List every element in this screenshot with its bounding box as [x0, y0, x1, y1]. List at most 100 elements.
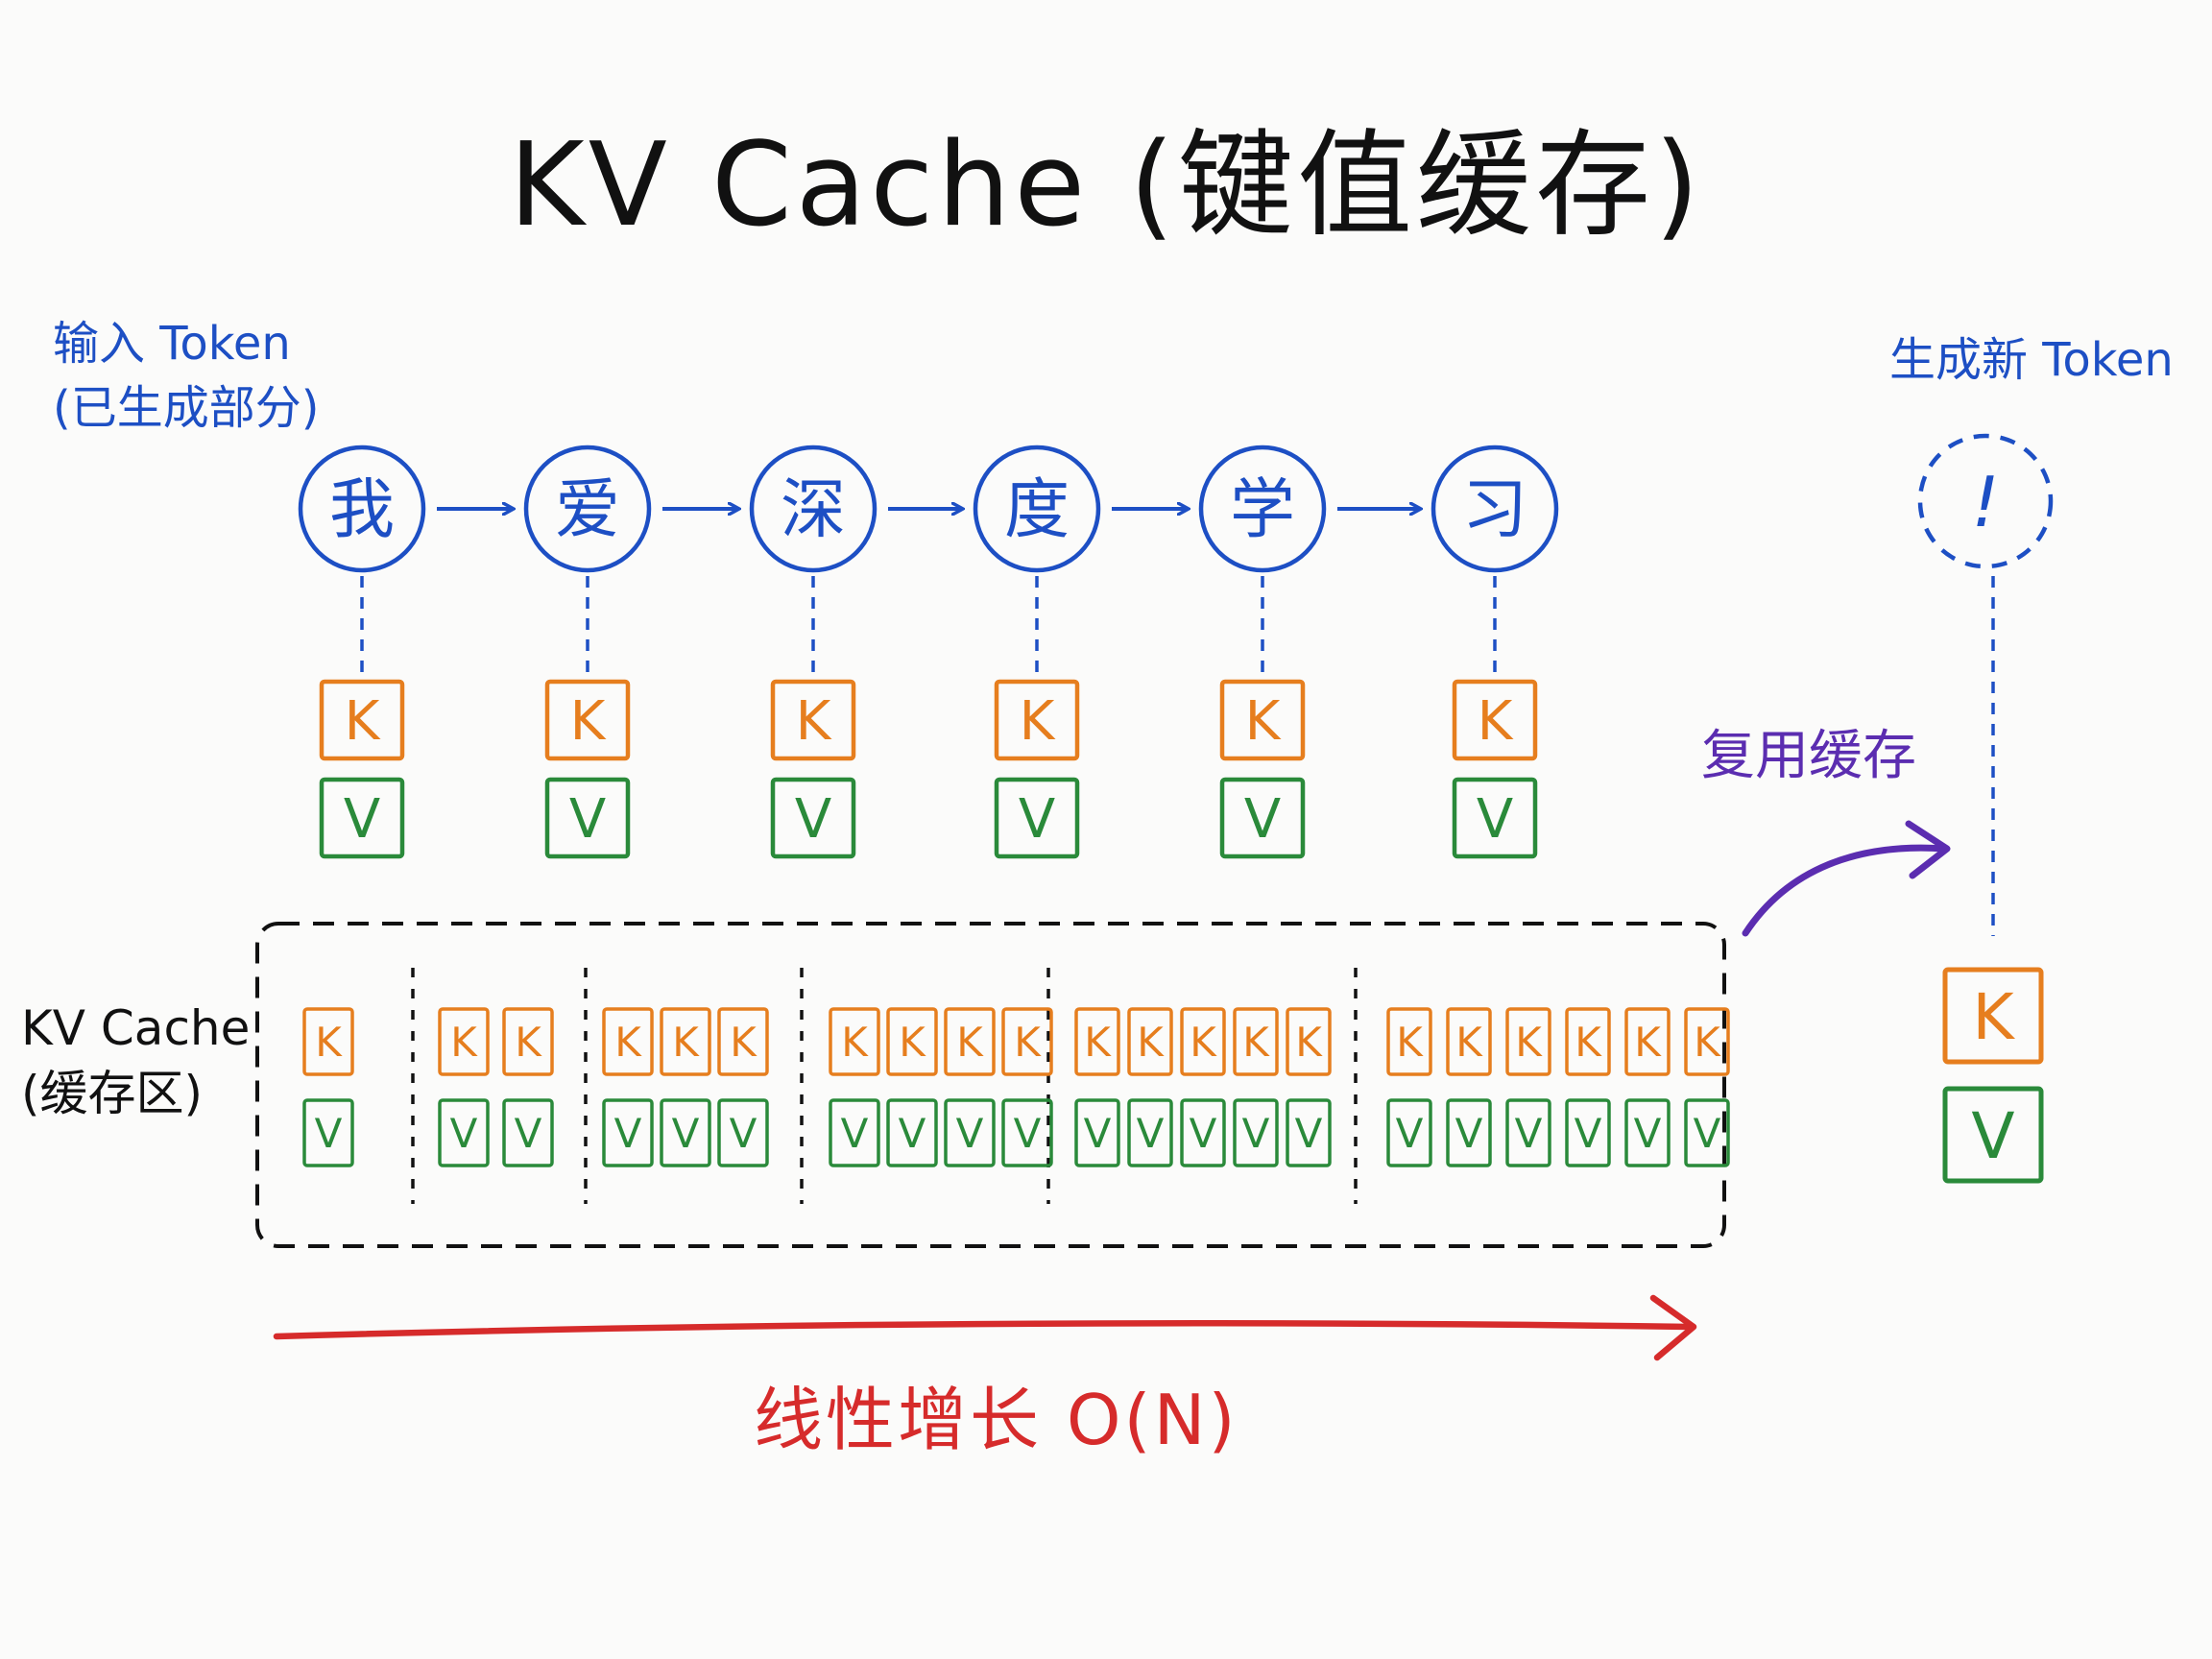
- token-text: 学: [1230, 472, 1295, 548]
- cache-value-box: V: [1446, 1098, 1492, 1167]
- cache-key-box-frame: [1286, 1007, 1332, 1076]
- cache-key-box-letter: K: [1575, 1019, 1602, 1066]
- cache-key-box-letter: K: [956, 1019, 984, 1066]
- cache-value-box: V: [1286, 1098, 1332, 1167]
- cache-key-box-letter: K: [515, 1019, 542, 1066]
- cache-value-box-frame: [1505, 1098, 1551, 1167]
- token-1: 我: [298, 445, 426, 573]
- cache-key-box-letter: K: [1396, 1019, 1424, 1066]
- cache-key-box: K: [1001, 1007, 1053, 1076]
- cache-value-box: V: [1624, 1098, 1671, 1167]
- token-circle: [523, 445, 652, 573]
- token-key-box-letter: K: [1245, 690, 1282, 753]
- cache-value-box-letter: V: [956, 1110, 984, 1157]
- cache-value-box: V: [1127, 1098, 1173, 1167]
- input-token-label: 输入 Token (已生成部分): [53, 312, 319, 441]
- cache-value-box: V: [302, 1098, 354, 1167]
- token-value-box-letter: V: [795, 788, 831, 851]
- token-value-box-frame: [1219, 777, 1306, 859]
- token-value-box-letter: V: [344, 788, 380, 851]
- cache-key-box-frame: [1001, 1007, 1053, 1076]
- cache-value-box-frame: [1233, 1098, 1279, 1167]
- new-key-box-frame: [1942, 967, 2044, 1065]
- cache-key-box-letter: K: [841, 1019, 869, 1066]
- cache-value-box-frame: [1286, 1098, 1332, 1167]
- token-circle: [1198, 445, 1327, 573]
- token-text: 我: [329, 472, 395, 548]
- cache-key-box-letter: K: [672, 1019, 700, 1066]
- token-value-box: V: [544, 777, 631, 859]
- cache-value-box: V: [1505, 1098, 1551, 1167]
- cache-key-box-letter: K: [1515, 1019, 1543, 1066]
- cache-value-box-frame: [302, 1098, 354, 1167]
- cache-key-box-frame: [886, 1007, 938, 1076]
- cache-value-box-letter: V: [515, 1110, 542, 1157]
- token-key-box: K: [1452, 679, 1538, 761]
- cache-key-box: K: [438, 1007, 490, 1076]
- token-value-box-letter: V: [1244, 788, 1281, 851]
- cache-key-box: K: [660, 1007, 711, 1076]
- cache-key-box-frame: [502, 1007, 554, 1076]
- cache-key-box: K: [717, 1007, 769, 1076]
- cache-value-box: V: [1386, 1098, 1432, 1167]
- cache-key-box: K: [886, 1007, 938, 1076]
- cache-key-box-letter: K: [1242, 1019, 1270, 1066]
- token-key-box: K: [544, 679, 631, 761]
- cache-value-box-letter: V: [1014, 1110, 1042, 1157]
- token-2: 爱: [523, 445, 652, 573]
- cache-value-box-frame: [1074, 1098, 1120, 1167]
- token-circle: [1431, 445, 1559, 573]
- cache-value-box-frame: [829, 1098, 880, 1167]
- cache-value-box-frame: [502, 1098, 554, 1167]
- cache-value-box-frame: [602, 1098, 654, 1167]
- cache-key-box: K: [1565, 1007, 1611, 1076]
- cache-value-box: V: [1001, 1098, 1053, 1167]
- token-3: 深: [749, 445, 878, 573]
- cache-value-box-frame: [1386, 1098, 1432, 1167]
- cache-value-box: V: [886, 1098, 938, 1167]
- token-5: 学: [1198, 445, 1327, 573]
- token-key-box: K: [994, 679, 1080, 761]
- cache-key-box-letter: K: [450, 1019, 478, 1066]
- token-key-box-letter: K: [570, 690, 607, 753]
- cache-key-box-letter: K: [1137, 1019, 1165, 1066]
- growth-arrow: [273, 1320, 1694, 1340]
- cache-value-box-letter: V: [450, 1110, 478, 1157]
- cache-group-1: KV: [302, 1007, 354, 1167]
- cache-key-box-frame: [1684, 1007, 1730, 1076]
- reuse-arrowhead: [1905, 820, 1951, 879]
- cache-key-box-frame: [829, 1007, 880, 1076]
- token-key-box-frame: [1219, 679, 1306, 761]
- cache-key-box-letter: K: [315, 1019, 343, 1066]
- cache-value-box-letter: V: [315, 1110, 343, 1157]
- cache-value-box-frame: [1624, 1098, 1671, 1167]
- input-token-label-line1: 输入 Token: [53, 317, 291, 371]
- cache-key-box: K: [1180, 1007, 1226, 1076]
- cache-key-box-letter: K: [730, 1019, 757, 1066]
- token-key-box: K: [319, 679, 405, 761]
- cache-value-box-frame: [1565, 1098, 1611, 1167]
- cache-key-box: K: [1386, 1007, 1432, 1076]
- cache-value-box-letter: V: [672, 1110, 700, 1157]
- growth-arrowhead: [1649, 1294, 1697, 1361]
- token-key-box-letter: K: [1020, 690, 1056, 753]
- new-token-text: !: [1972, 462, 2000, 542]
- cache-value-box: V: [502, 1098, 554, 1167]
- cache-key-box-frame: [1233, 1007, 1279, 1076]
- token-circle: [749, 445, 878, 573]
- cache-value-box-frame: [660, 1098, 711, 1167]
- reuse-arrow: [1742, 844, 1948, 937]
- cache-key-box: K: [302, 1007, 354, 1076]
- token-circle: [973, 445, 1101, 573]
- kv-cache-region: [255, 922, 1726, 1248]
- token-text: 习: [1462, 472, 1527, 548]
- token-value-box: V: [994, 777, 1080, 859]
- cache-value-box-frame: [1446, 1098, 1492, 1167]
- cache-key-box: K: [1127, 1007, 1173, 1076]
- cache-value-box-letter: V: [1396, 1110, 1424, 1157]
- input-token-label-line2: (已生成部分): [53, 381, 320, 436]
